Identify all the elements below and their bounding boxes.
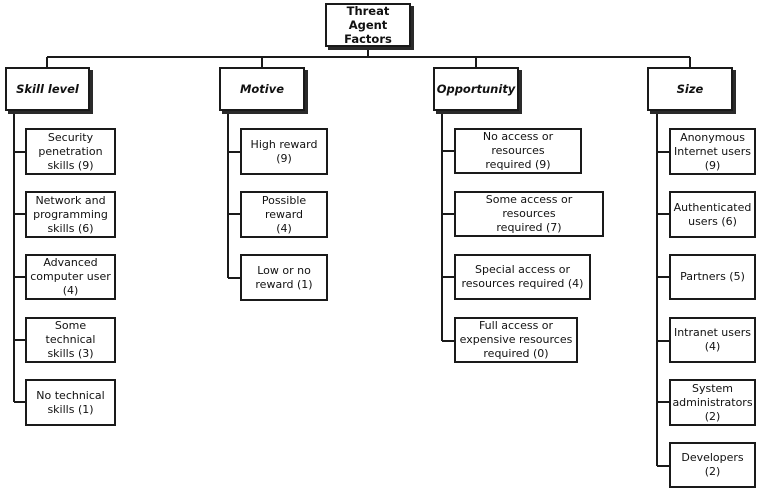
skill-item-no-technical: No technical skills (1): [25, 379, 116, 426]
skill-item-advanced-computer-user: Advanced computer user (4): [25, 254, 116, 300]
motive-item-high-reward: High reward (9): [240, 128, 328, 175]
skill-item-some-technical: Some technical skills (3): [25, 317, 116, 363]
size-item-partners: Partners (5): [669, 254, 756, 300]
opportunity-item-some-access: Some access or resources required (7): [454, 191, 604, 237]
size-item-anonymous-internet-users: Anonymous Internet users (9): [669, 128, 756, 175]
opportunity-item-full-access: Full access or expensive resources requi…: [454, 317, 578, 363]
category-skill-level: Skill level: [5, 67, 90, 111]
motive-item-possible-reward: Possible reward (4): [240, 191, 328, 238]
size-item-system-administrators: System administrators (2): [669, 379, 756, 426]
category-opportunity: Opportunity: [433, 67, 519, 111]
opportunity-item-special-access: Special access or resources required (4): [454, 254, 591, 300]
size-item-intranet-users: Intranet users (4): [669, 317, 756, 363]
skill-item-network-programming: Network and programming skills (6): [25, 191, 116, 238]
opportunity-item-no-access: No access or resources required (9): [454, 128, 582, 174]
root-node-threat-agent-factors: Threat Agent Factors: [325, 3, 411, 47]
size-item-authenticated-users: Authenticated users (6): [669, 191, 756, 238]
motive-item-low-or-no-reward: Low or no reward (1): [240, 254, 328, 301]
size-item-developers: Developers (2): [669, 442, 756, 488]
skill-item-security-penetration: Security penetration skills (9): [25, 128, 116, 175]
category-motive: Motive: [219, 67, 305, 111]
category-size: Size: [647, 67, 733, 111]
